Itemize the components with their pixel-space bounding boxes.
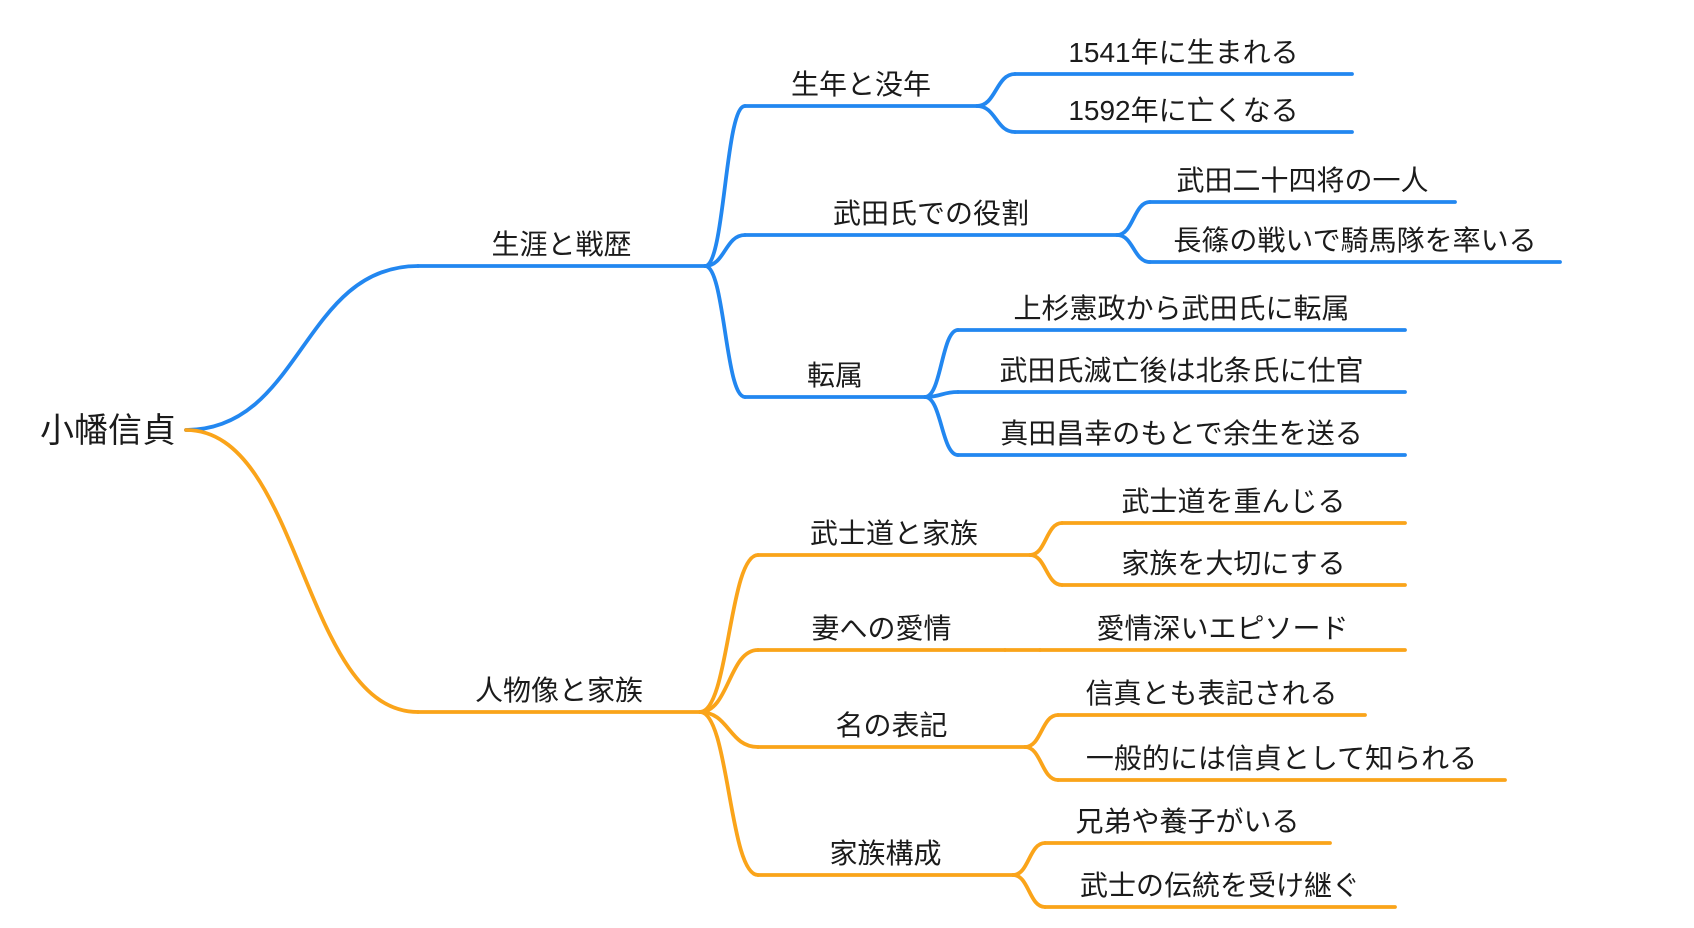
node-label[interactable]: 武田氏滅亡後は北条氏に仕官 [999, 355, 1363, 386]
branch-link [703, 104, 747, 268]
branch-link [1028, 521, 1064, 557]
node-label[interactable]: 名の表記 [835, 710, 947, 741]
node-label[interactable]: 愛情深いエピソード [1096, 613, 1348, 644]
mindmap-node: 武士道と家族 [698, 518, 1032, 714]
mindmap-node: 武田氏での役割 [703, 198, 1119, 268]
mindmap-node: 一般的には信貞として知られる [1023, 743, 1507, 782]
mindmap-node: 家族を大切にする [1028, 548, 1407, 587]
branch-link [923, 395, 960, 457]
node-label[interactable]: 家族構成 [829, 838, 941, 869]
mindmap-node: 家族構成 [698, 710, 1015, 877]
node-label[interactable]: 1592年に亡くなる [1068, 95, 1298, 126]
branch-link [1023, 713, 1060, 749]
branch-link [698, 710, 760, 749]
mindmap-node: 兄弟や養子がいる [1011, 806, 1332, 877]
node-label[interactable]: 上杉憲政から武田氏に転属 [1013, 293, 1349, 324]
node-label[interactable]: 生年と没年 [791, 69, 931, 100]
branch-link [1023, 745, 1060, 782]
node-label[interactable]: 生涯と戦歴 [491, 229, 631, 260]
branch-link [923, 328, 960, 399]
node-label[interactable]: 信真とも表記される [1085, 678, 1337, 709]
node-label[interactable]: 人物像と家族 [475, 675, 643, 706]
branch-link [1011, 841, 1047, 877]
node-label[interactable]: 妻への愛情 [811, 613, 951, 644]
node-label[interactable]: 転属 [807, 360, 863, 391]
branch-link [1115, 233, 1152, 264]
mindmap-node: 愛情深いエピソード [1003, 613, 1407, 652]
mindmap-node: 真田昌幸のもとで余生を送る [923, 395, 1407, 457]
branch-link [975, 72, 1017, 108]
branch-link [698, 648, 760, 714]
mindmap-node: 武田氏滅亡後は北条氏に仕官 [923, 355, 1407, 399]
node-label[interactable]: 武士道と家族 [810, 518, 978, 549]
node-label[interactable]: 武田氏での役割 [833, 198, 1029, 229]
node-label[interactable]: 真田昌幸のもとで余生を送る [1000, 418, 1363, 449]
branch-link [698, 553, 760, 714]
mindmap-node: 妻への愛情 [698, 613, 1007, 714]
mindmap-node: 信真とも表記される [1023, 678, 1367, 749]
mindmap-node: 名の表記 [698, 710, 1027, 749]
node-label[interactable]: 1541年に生まれる [1068, 37, 1298, 68]
node-label[interactable]: 武士の伝統を受け継ぐ [1080, 870, 1360, 901]
mindmap-node: 生涯と戦歴 [184, 229, 707, 432]
node-label[interactable]: 長篠の戦いで騎馬隊を率いる [1173, 225, 1536, 256]
branch-link [703, 264, 747, 399]
branch-link [1011, 873, 1047, 909]
mindmap-node: 1592年に亡くなる [975, 95, 1354, 134]
mindmap-node: 武士道を重んじる [1028, 486, 1407, 557]
branch-link [1028, 553, 1064, 587]
mindmap-node: 武田二十四将の一人 [1115, 165, 1457, 237]
root-node-label[interactable]: 小幡信貞 [40, 412, 176, 450]
mindmap-node: 転属 [703, 264, 927, 399]
branch-link [1115, 200, 1152, 237]
mindmap-node: 長篠の戦いで騎馬隊を率いる [1115, 225, 1562, 264]
mindmap-node: 武士の伝統を受け継ぐ [1011, 870, 1397, 909]
branch-link [703, 233, 747, 268]
node-label[interactable]: 武士道を重んじる [1121, 486, 1345, 517]
node-label[interactable]: 武田二十四将の一人 [1176, 165, 1428, 196]
node-label[interactable]: 兄弟や養子がいる [1075, 806, 1299, 837]
branch-link [184, 264, 420, 432]
mindmap-node: 生年と没年 [703, 69, 979, 268]
mindmap-node: 人物像と家族 [184, 428, 702, 714]
branch-link [698, 710, 760, 877]
mindmap-node: 上杉憲政から武田氏に転属 [923, 293, 1407, 399]
branch-link [975, 104, 1017, 134]
mindmap-node: 1541年に生まれる [975, 37, 1354, 108]
node-label[interactable]: 家族を大切にする [1121, 548, 1345, 579]
node-label[interactable]: 一般的には信貞として知られる [1086, 743, 1477, 774]
branch-link [184, 428, 420, 714]
